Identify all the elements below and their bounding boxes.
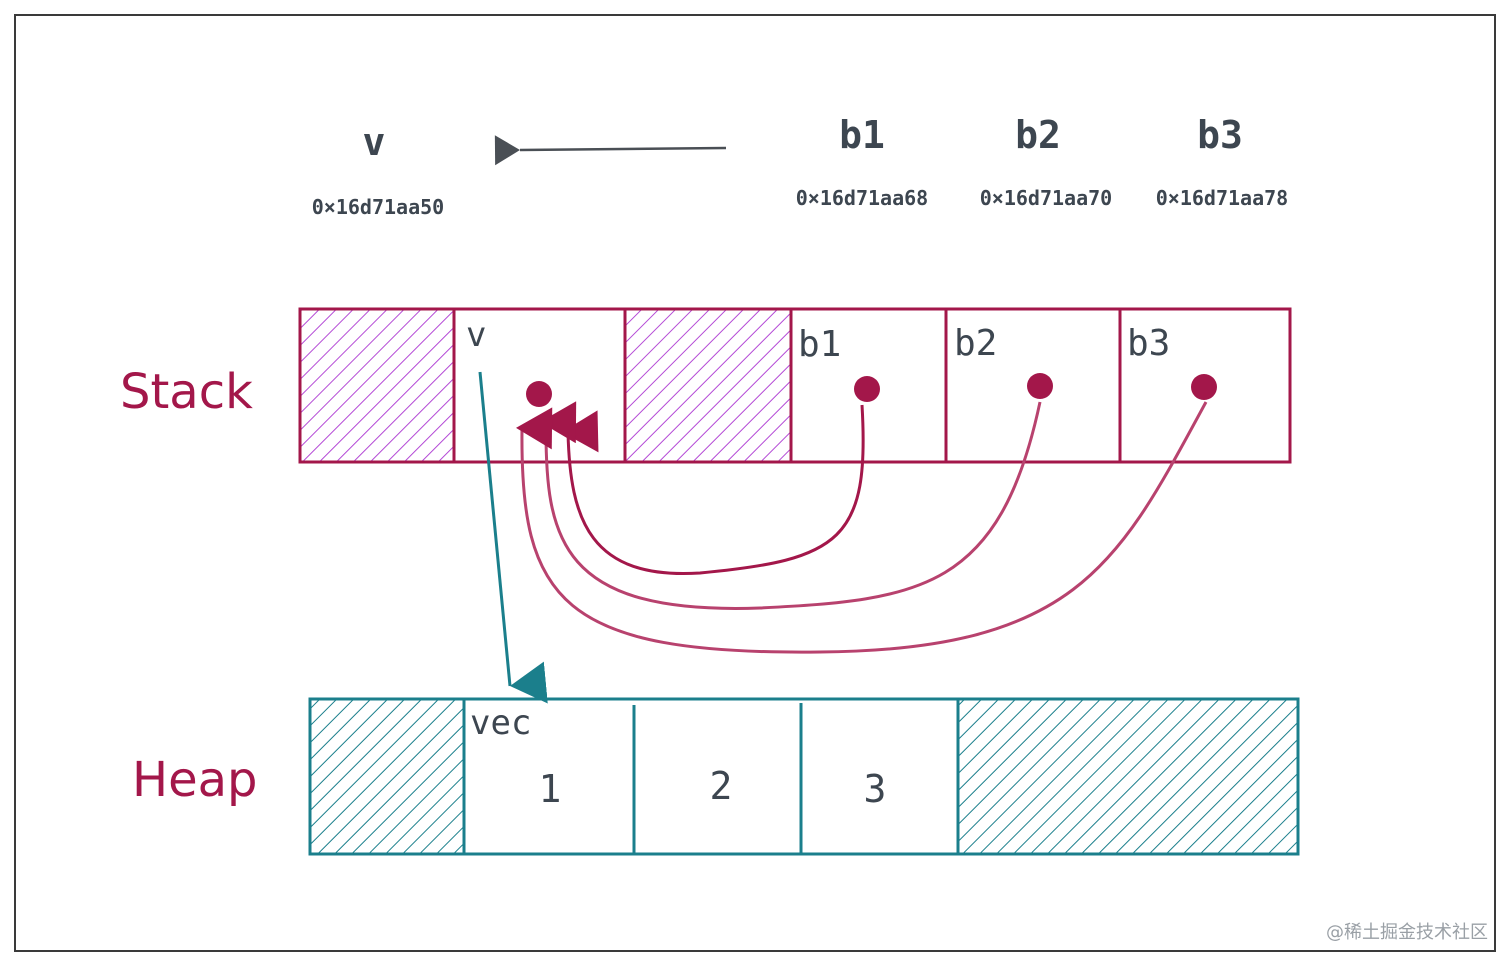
b2-pointer-dot: [1027, 373, 1053, 399]
v-heap-arrow: [478, 371, 548, 704]
heap-value-3: 3: [864, 767, 887, 811]
stack-cell-b2-label: b2: [954, 323, 997, 364]
stack-cell-b3-label: b3: [1127, 323, 1170, 364]
address-b3: 0×16d71aa78: [1156, 186, 1288, 210]
address-b2: 0×16d71aa70: [980, 186, 1112, 210]
label-b2: b2: [1015, 113, 1061, 157]
v-pointer-dot: [526, 381, 552, 407]
label-v: v: [363, 120, 386, 164]
address-v: 0×16d71aa50: [312, 195, 444, 219]
label-b1: b1: [839, 113, 885, 157]
address-b1: 0×16d71aa68: [796, 186, 928, 210]
left-arrow: [494, 135, 727, 166]
stack-hatch-1: [300, 310, 454, 462]
stack-cell-b1-label: b1: [798, 324, 841, 365]
stack-cell-v-label: v: [466, 315, 486, 355]
stack-title: Stack: [120, 364, 253, 420]
b2-reference-arrow: [540, 401, 1042, 610]
label-b3: b3: [1197, 113, 1243, 157]
stack-outline: [298, 307, 1292, 464]
watermark: @稀土掘金技术社区: [1326, 922, 1488, 943]
heap-value-1: 1: [539, 767, 562, 811]
diagram-frame: [14, 14, 1496, 952]
b1-pointer-dot: [854, 376, 880, 402]
heap-title: Heap: [132, 752, 258, 808]
heap-value-2: 2: [710, 764, 733, 808]
heap-hatch-1: [310, 700, 464, 854]
stack-row: v b1 b2 b3: [298, 307, 1292, 464]
b1-reference-arrow: [562, 404, 865, 576]
heap-row: vec 1 2 3: [308, 697, 1300, 856]
heap-hatch-2: [958, 700, 1298, 854]
b3-reference-arrow: [516, 401, 1208, 654]
b3-pointer-dot: [1191, 374, 1217, 400]
stack-hatch-2: [625, 310, 791, 462]
heap-outline: [308, 697, 1300, 856]
heap-vec-label: vec: [470, 703, 531, 743]
